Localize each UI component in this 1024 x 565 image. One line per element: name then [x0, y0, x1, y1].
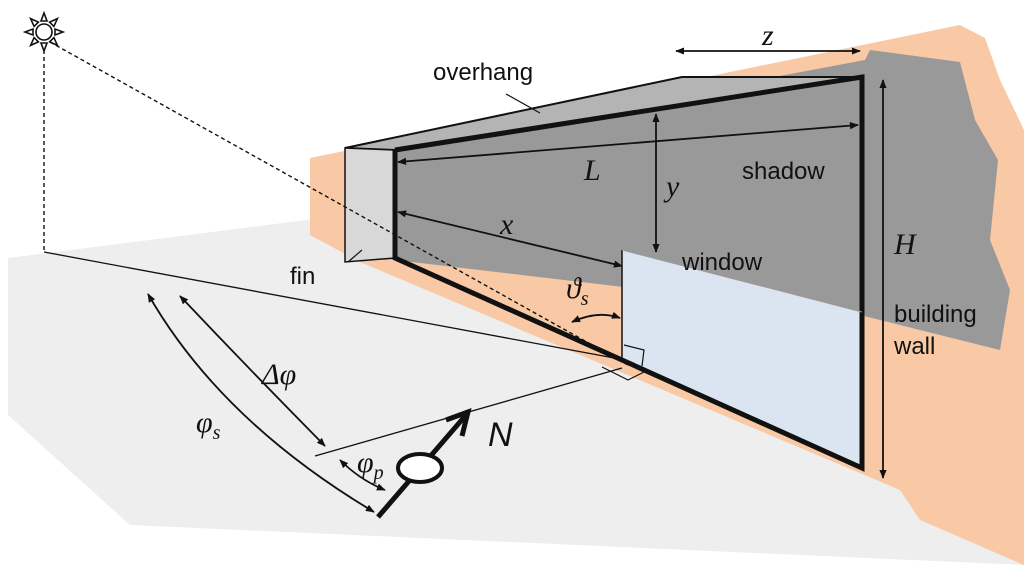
dimension-arrow-x	[397, 210, 623, 268]
north-label: N	[488, 416, 513, 454]
window-label: window	[681, 249, 763, 276]
compass-needle-icon	[376, 408, 472, 519]
overhang-label: overhang	[433, 59, 533, 86]
symbol-delta-phi: Δφ	[261, 358, 296, 391]
shadow-label: shadow	[742, 158, 825, 185]
symbol-y: y	[663, 170, 680, 203]
overhang-leader-line	[505, 93, 541, 114]
building-wall-label-line-2: wall	[893, 333, 935, 360]
wall-outline	[392, 74, 865, 472]
symbol-L: L	[583, 154, 601, 187]
right-angle-marker-ground	[601, 366, 645, 381]
fin-leader-line	[347, 249, 363, 263]
fin-label: fin	[290, 263, 315, 290]
dimension-arrow-L	[397, 122, 859, 165]
building-wall-label-line-1: building	[894, 301, 977, 328]
sun-icon	[22, 10, 66, 54]
symbol-H: H	[893, 228, 918, 261]
window-pane	[622, 250, 862, 468]
window-top-edge	[621, 249, 863, 313]
angle-arrow-theta-s	[571, 311, 621, 323]
right-angle-marker	[623, 344, 645, 367]
symbol-z: z	[761, 19, 774, 52]
fin-panel	[344, 147, 396, 263]
symbol-phi-s: φs	[196, 406, 221, 444]
angle-arc-phi-s	[147, 293, 375, 513]
sun-ray-dashed	[49, 41, 629, 366]
symbol-x: x	[499, 208, 514, 241]
angle-arc-phi-p	[339, 459, 386, 491]
symbol-theta-s: ϑs	[566, 272, 589, 310]
symbol-phi-p: φp	[357, 446, 384, 484]
